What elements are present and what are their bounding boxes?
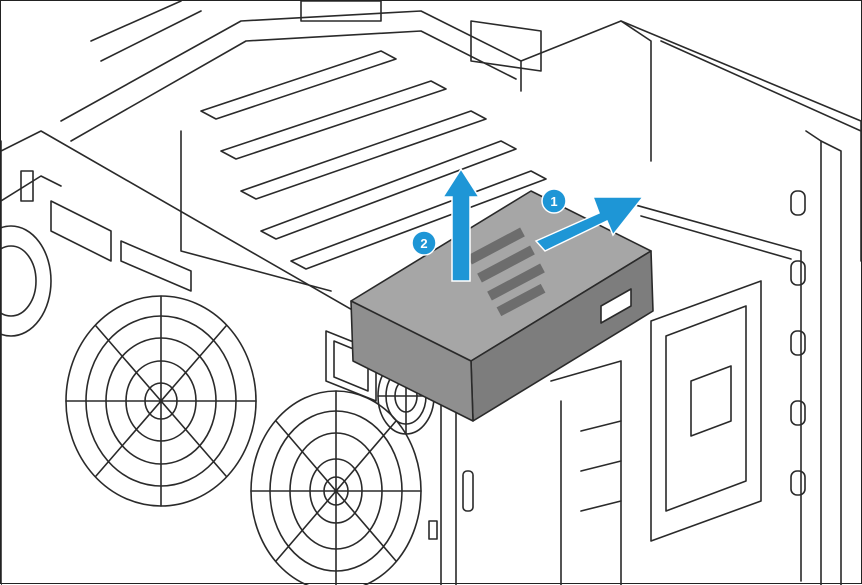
drive-cage bbox=[550, 130, 842, 585]
arrow-slide-right bbox=[534, 196, 645, 252]
cooling-fan-left bbox=[65, 295, 257, 507]
step-badge-2-label: 2 bbox=[420, 236, 427, 251]
step-badge-2: 2 bbox=[411, 230, 437, 256]
cooling-fan-partial bbox=[1, 225, 52, 337]
cooling-fan-right bbox=[250, 390, 422, 585]
chassis-rear-wall bbox=[60, 1, 862, 262]
step-badge-1-label: 1 bbox=[550, 194, 557, 209]
step-badge-1: 1 bbox=[541, 188, 567, 214]
front-panel bbox=[1, 130, 474, 585]
arrow-lift-up bbox=[441, 167, 481, 282]
pcie-slot-brackets bbox=[180, 50, 547, 292]
